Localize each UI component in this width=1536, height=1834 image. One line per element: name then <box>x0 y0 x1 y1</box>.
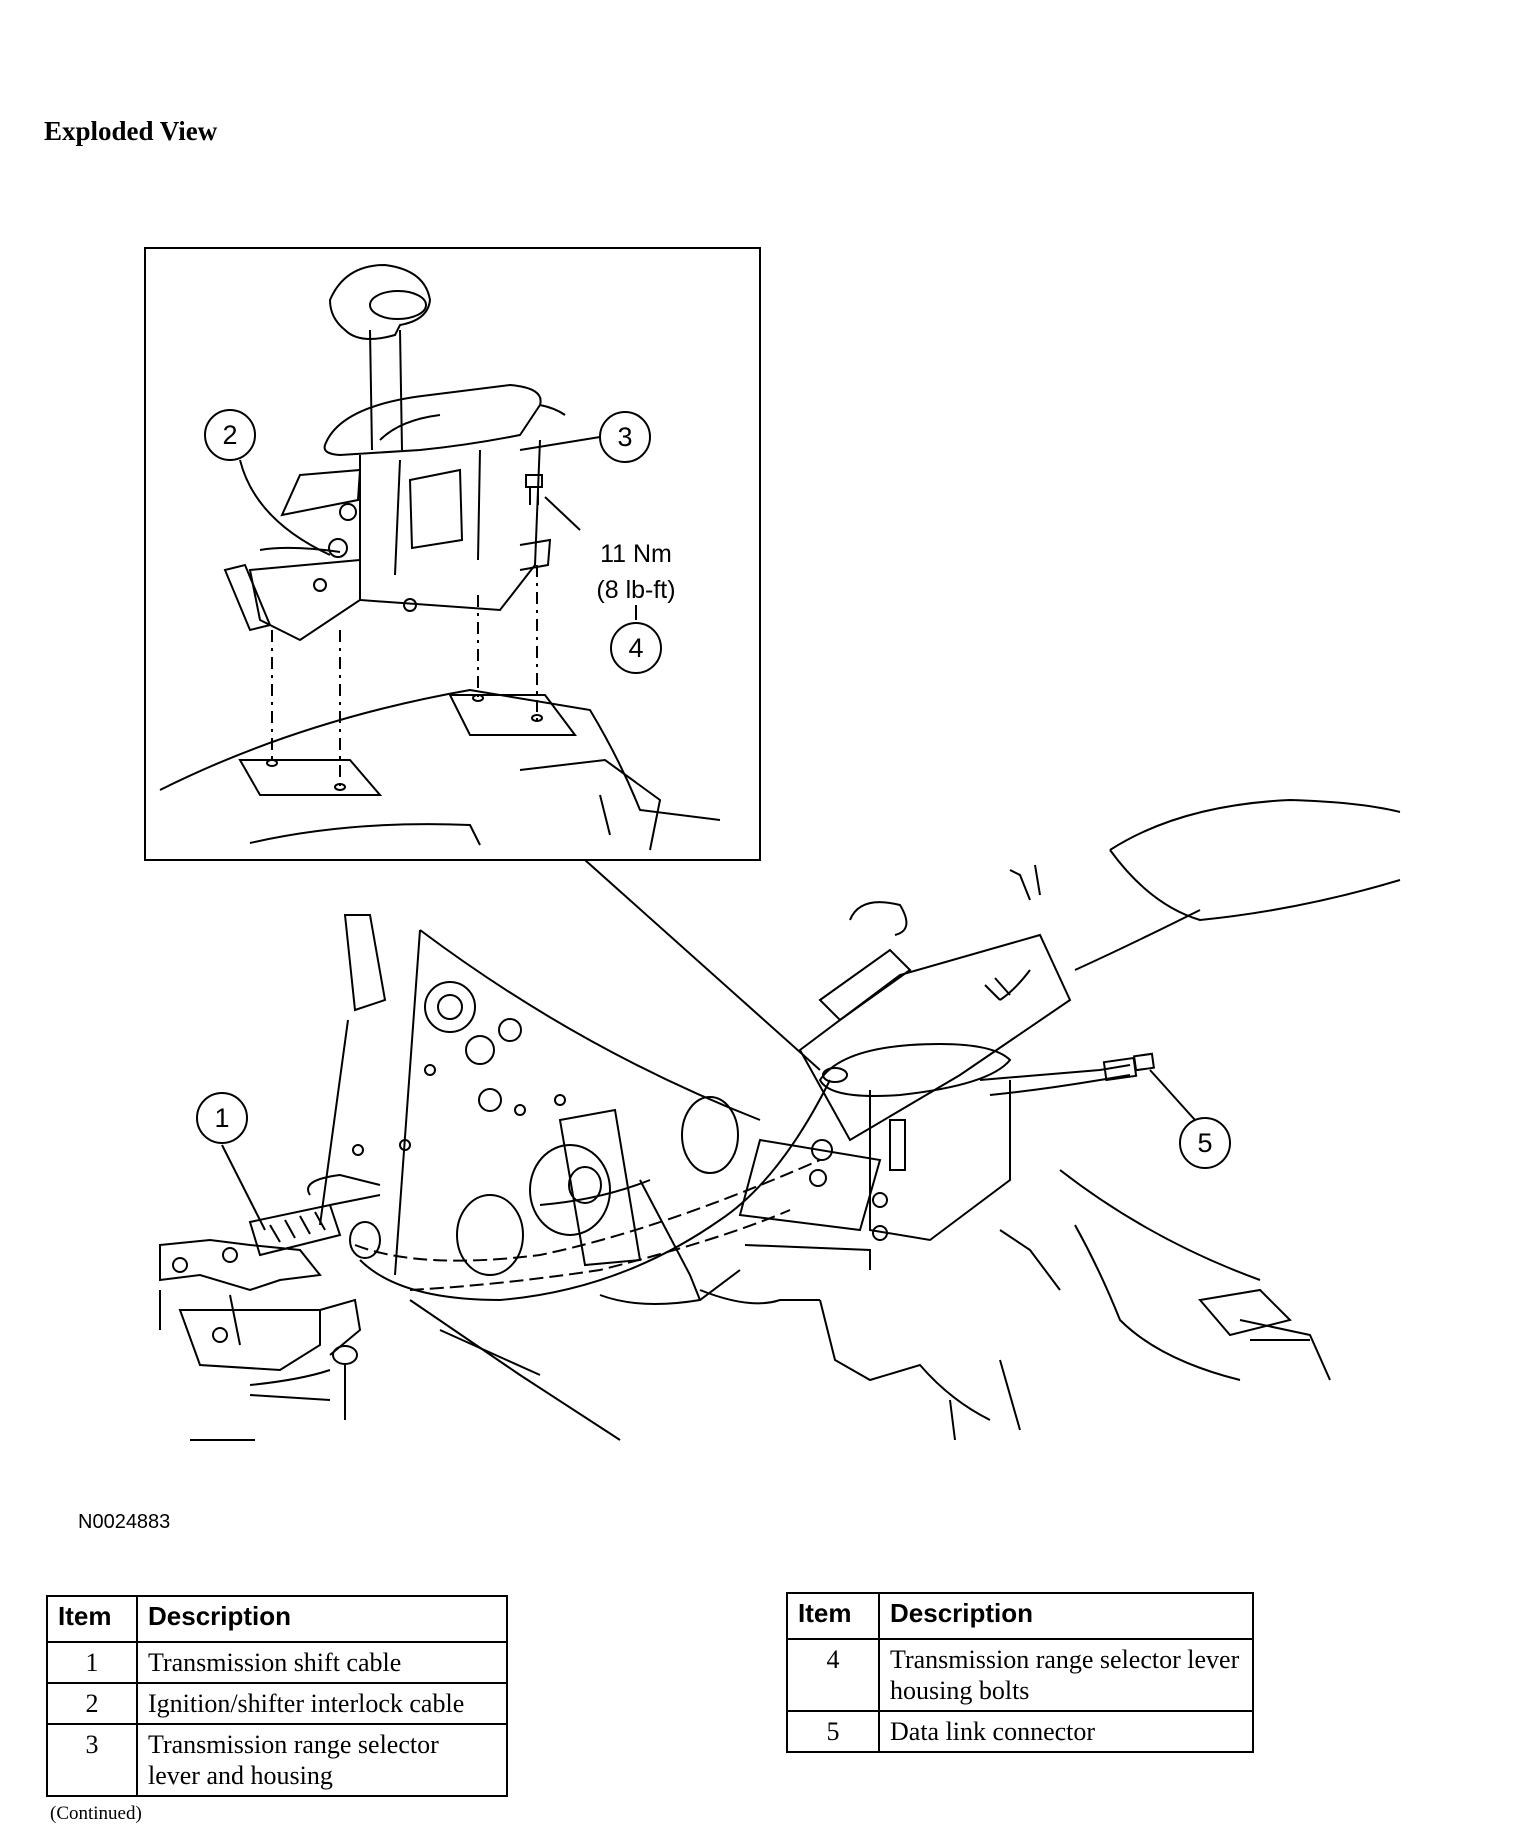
table-row: 5 Data link connector <box>786 1710 1254 1753</box>
floor-contour <box>159 688 721 821</box>
floor-pad-right <box>448 694 577 736</box>
torque-value-metric: 11 Nm <box>600 540 672 568</box>
callout-label-2: 2 <box>222 420 238 450</box>
inset-detail-frame <box>144 247 761 861</box>
table-header-row: Item Description <box>46 1595 508 1643</box>
callout-label-1: 1 <box>214 1103 230 1133</box>
leader-4 <box>544 496 581 531</box>
callout-circle-3 <box>599 411 651 463</box>
column-header-item: Item <box>786 1592 880 1640</box>
item-description: Ignition/shifter interlock cable <box>136 1682 508 1725</box>
callout-circle-5 <box>1179 1117 1231 1169</box>
firewall-panel-drawing <box>319 914 761 1305</box>
callout-circle-2 <box>204 409 256 461</box>
callout-label-4: 4 <box>628 633 644 663</box>
table-header-row: Item Description <box>786 1592 1254 1640</box>
selector-housing-drawing <box>223 439 552 642</box>
column-header-item: Item <box>46 1595 138 1643</box>
parts-table-left: Item Description 1 Transmission shift ca… <box>46 1595 508 1797</box>
leader-2 <box>239 459 331 556</box>
table-row: 2 Ignition/shifter interlock cable <box>46 1682 508 1725</box>
shift-knob-drawing <box>328 263 432 451</box>
item-number: 3 <box>46 1723 138 1797</box>
torque-value-imperial: (8 lb-ft) <box>596 576 676 604</box>
item-number: 5 <box>786 1710 880 1753</box>
page-heading: Exploded View <box>44 116 218 146</box>
item-description: Transmission range selector lever housin… <box>878 1638 1254 1712</box>
item-number: 4 <box>786 1638 880 1712</box>
table-row: 1 Transmission shift cable <box>46 1641 508 1684</box>
callout-circle-4 <box>610 622 662 674</box>
transmission-shift-cable-path <box>354 1159 821 1262</box>
item-description: Transmission range selector lever and ho… <box>136 1723 508 1797</box>
item-description: Data link connector <box>878 1710 1254 1753</box>
column-header-description: Description <box>136 1595 508 1643</box>
table-row: 4 Transmission range selector lever hous… <box>786 1638 1254 1712</box>
column-header-description: Description <box>878 1592 1254 1640</box>
parts-table-right: Item Description 4 Transmission range se… <box>786 1592 1254 1753</box>
table-row: 3 Transmission range selector lever and … <box>46 1723 508 1797</box>
callout-label-5: 5 <box>1197 1128 1213 1158</box>
item-number: 2 <box>46 1682 138 1725</box>
transmission-lever-drawing <box>159 1173 381 1420</box>
figure-id: N0024883 <box>78 1511 171 1533</box>
item-description: Transmission shift cable <box>136 1641 508 1684</box>
leader-5 <box>1149 1069 1196 1121</box>
leader-3 <box>519 436 601 451</box>
alignment-lines <box>271 565 538 790</box>
shifter-assembly-drawing <box>738 864 1156 1270</box>
floor-pad-left <box>238 759 383 796</box>
inset-connector-line <box>584 859 821 1071</box>
continued-note: (Continued) <box>50 1803 142 1824</box>
callout-label-3: 3 <box>617 422 633 452</box>
item-number: 1 <box>46 1641 138 1684</box>
callout-circle-1 <box>196 1092 248 1144</box>
leader-1 <box>221 1144 266 1231</box>
shifter-bezel-drawing <box>323 383 542 457</box>
console-outline <box>1109 798 1401 851</box>
housing-bolt-drawing <box>525 474 543 505</box>
